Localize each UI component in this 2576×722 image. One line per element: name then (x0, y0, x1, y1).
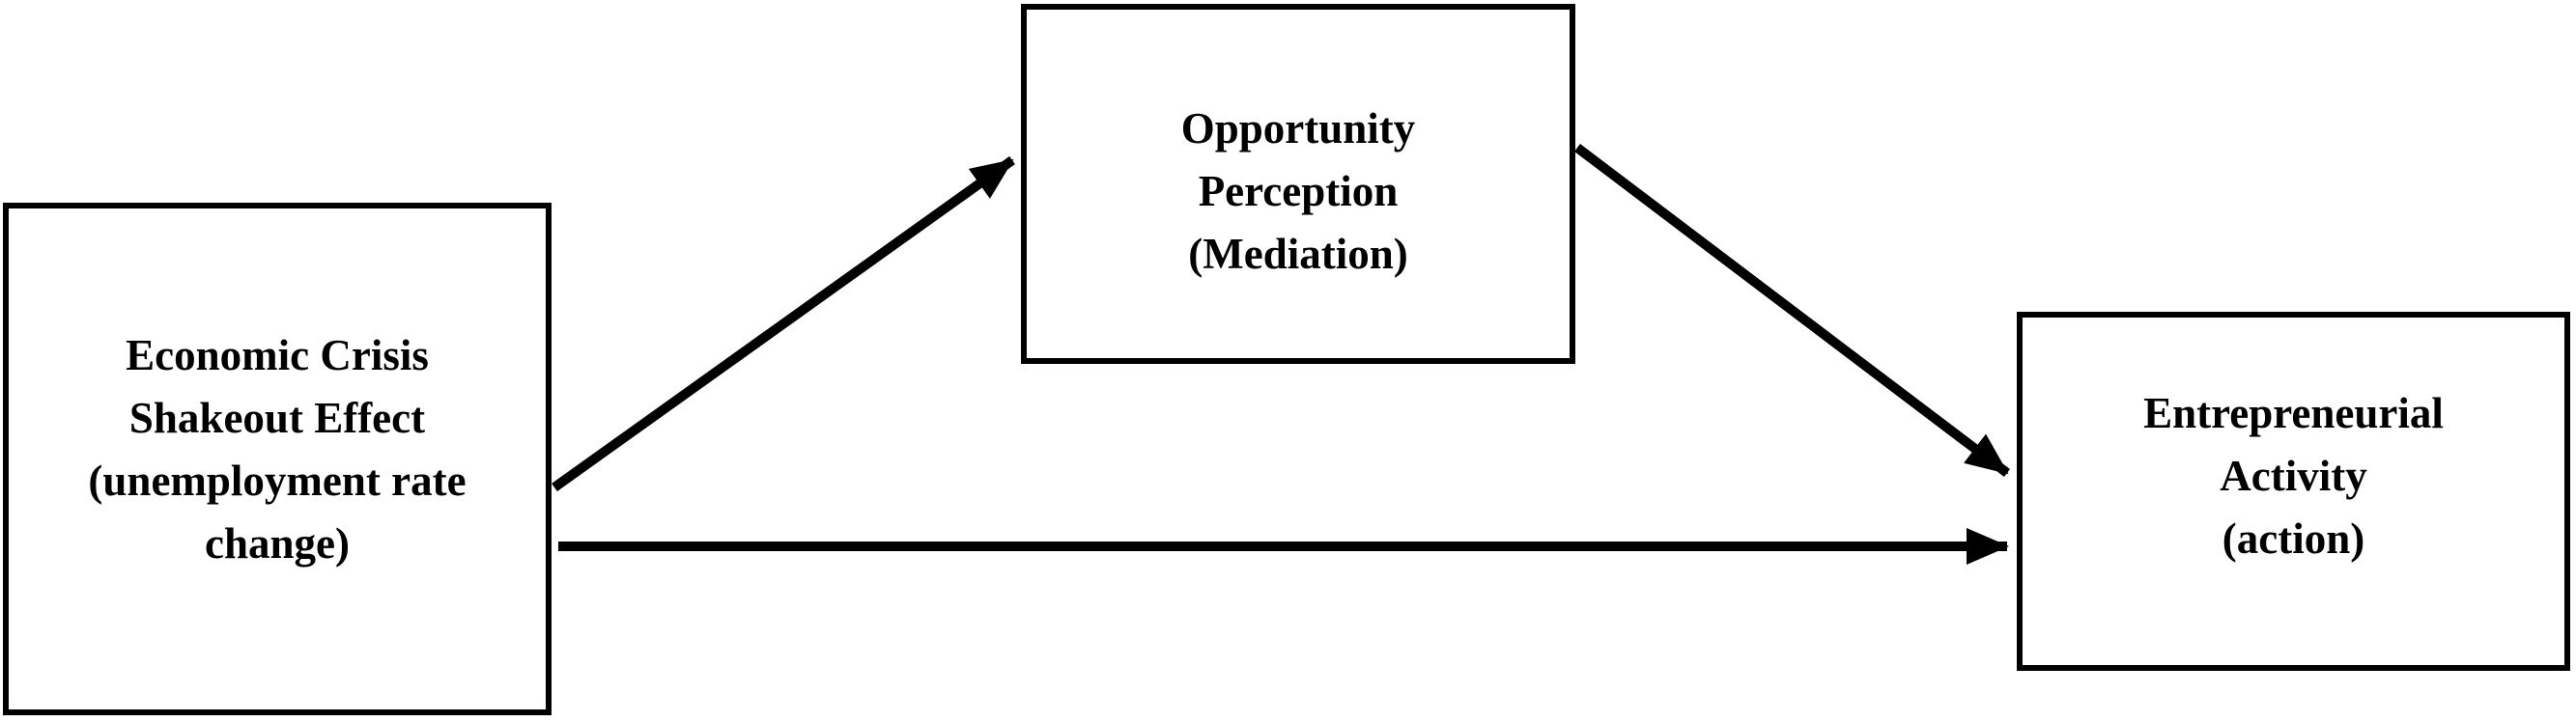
node-label-line: Shakeout Effect (128, 393, 426, 442)
node-label-line: (unemployment rate (88, 456, 467, 505)
node-entrepreneurial-activity: Entrepreneurial Activity (action) (2017, 312, 2570, 671)
node-label-line: Opportunity (1180, 104, 1416, 153)
node-economic-crisis-shakeout-label: Economic Crisis Shakeout Effect (unemplo… (88, 324, 466, 575)
arrow-mediator-to-activity (1573, 144, 2011, 477)
node-label-line: Economic Crisis (126, 330, 429, 379)
node-label-line: (action) (2222, 514, 2365, 563)
node-label-line: Activity (2220, 451, 2367, 500)
node-opportunity-perception: Opportunity Perception (Mediation) (1021, 4, 1575, 364)
node-label-line: change) (205, 518, 350, 568)
node-label-line: Perception (1198, 167, 1399, 215)
node-economic-crisis-shakeout: Economic Crisis Shakeout Effect (unemplo… (3, 203, 552, 715)
node-entrepreneurial-activity-label: Entrepreneurial Activity (action) (2143, 382, 2444, 570)
arrow-shakeout-to-mediator (552, 155, 1015, 492)
node-label-line: Entrepreneurial (2143, 388, 2444, 437)
node-label-line: (Mediation) (1188, 230, 1408, 278)
node-opportunity-perception-label: Opportunity Perception (Mediation) (1181, 97, 1416, 286)
